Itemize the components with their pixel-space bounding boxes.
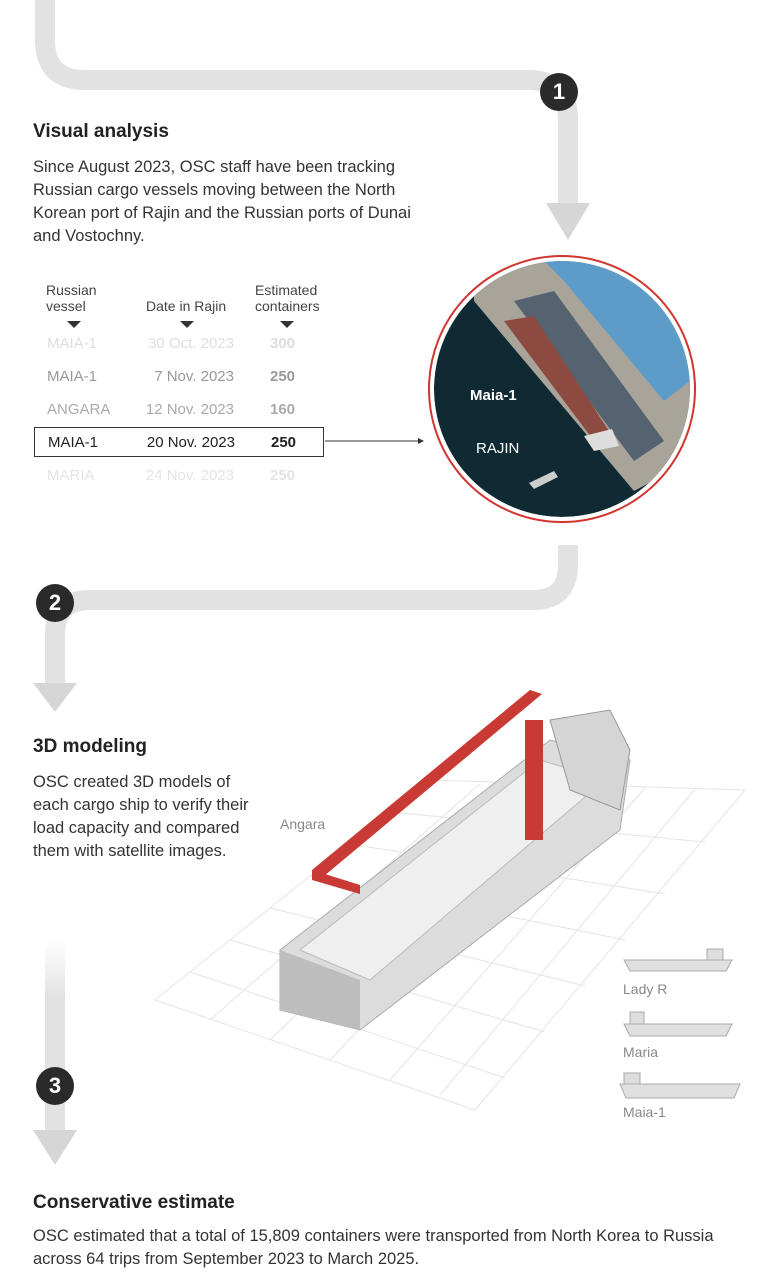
port-label: RAJIN [476, 440, 520, 457]
thumbnail-label: Maria [623, 1044, 659, 1060]
step-3-title: Conservative estimate [33, 1192, 235, 1213]
sort-arrow-icon [180, 321, 194, 328]
ship-3d-model [153, 690, 747, 1111]
sort-arrow-icon [280, 321, 294, 328]
header-date: Date in Rajin [146, 298, 227, 314]
sort-arrow-icon [67, 321, 81, 328]
ship-thumbnail-maria [623, 1011, 733, 1037]
thumbnail-label: Maia-1 [623, 1104, 666, 1120]
step-1-title: Visual analysis [33, 121, 169, 142]
step-2-title: 3D modeling [33, 736, 148, 757]
model-label: Angara [280, 816, 326, 832]
containers [312, 690, 543, 894]
ship-thumbnail-lady-r [623, 948, 733, 972]
step-1-text: Since August 2023, OSC staff have been t… [33, 158, 411, 245]
step-3-text: OSC estimated that a total of 15,809 con… [33, 1227, 714, 1268]
satellite-image-frame: Maia-1 RAJIN [428, 255, 696, 523]
step-3-badge: 3 [36, 1067, 74, 1105]
step-2-badge: 2 [36, 584, 74, 622]
ship-thumbnail-maia-1 [619, 1072, 741, 1099]
step-1-badge: 1 [540, 73, 578, 111]
ship-label: Maia-1 [470, 387, 517, 404]
step-2-text: OSC created 3D models of each cargo ship… [33, 773, 249, 860]
thumbnail-label: Lady R [623, 981, 668, 997]
